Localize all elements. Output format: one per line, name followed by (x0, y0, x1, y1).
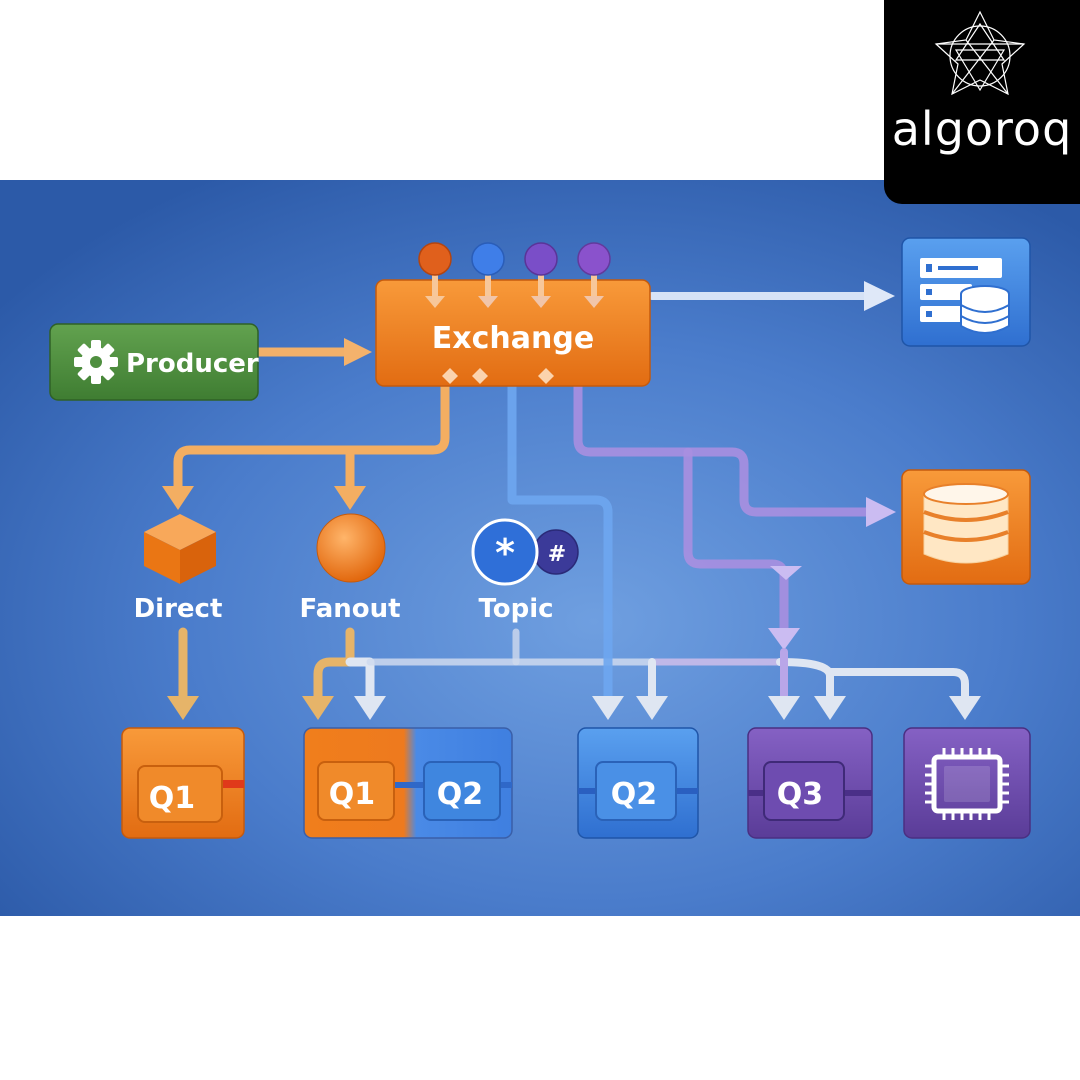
wildcard-symbol: * (495, 531, 515, 575)
gear-icon (74, 340, 118, 384)
queue-q1-fanout-label: Q1 (329, 777, 375, 812)
exchange-diamonds (442, 368, 554, 384)
producer-node[interactable]: Producer (49, 323, 259, 401)
server-arrowhead (864, 281, 895, 311)
q2-fanout-arrowhead (354, 696, 386, 720)
queue-q3[interactable]: Q3 (747, 727, 873, 839)
queue-q1-q2-fanout[interactable]: Q1 Q2 (303, 727, 513, 839)
queue-q1-direct[interactable]: Q1 (121, 727, 245, 839)
exchange-to-database-line (573, 375, 875, 517)
direct-node[interactable]: Direct (134, 514, 223, 624)
fanout-arrowhead (334, 486, 366, 510)
producer-label: Producer (126, 349, 259, 379)
producer-arrowhead (344, 338, 372, 366)
wildcard-hash-icon: # * (471, 518, 579, 586)
topic-node[interactable]: # * Topic (471, 518, 579, 624)
server-database-icon[interactable] (901, 237, 1031, 347)
brand-name: algoroq (891, 102, 1073, 156)
q2-topic-arrowhead (592, 696, 624, 720)
q3-arrowhead (768, 696, 800, 720)
fanout-label: Fanout (299, 594, 400, 624)
q1-direct-arrowhead (167, 696, 199, 720)
fanout-to-q1-line (313, 627, 355, 703)
database-icon[interactable] (901, 469, 1031, 585)
queue-q2-topic-label: Q2 (611, 777, 657, 812)
queue-q1-direct-label: Q1 (149, 781, 195, 816)
fanout-node[interactable]: Fanout (299, 513, 401, 624)
queue-q3-label: Q3 (777, 777, 823, 812)
direct-arrowhead (162, 486, 194, 510)
geometric-star-icon (934, 10, 1026, 96)
queue-q2-topic[interactable]: Q2 (577, 727, 699, 839)
exchange-to-topic-q2-line (507, 375, 613, 703)
queue-q2-fanout-label: Q2 (437, 777, 483, 812)
q1-fanout-arrowhead (302, 696, 334, 720)
brand-logo: algoroq (884, 0, 1080, 204)
message-dot-purple-icon (524, 242, 558, 308)
connectors (162, 281, 981, 720)
exchange-to-direct-line (173, 381, 450, 491)
hash-symbol: # (548, 542, 566, 567)
sphere-icon (316, 513, 386, 583)
cube-icon (144, 514, 216, 584)
to-processor-line (826, 668, 969, 702)
exchange-label: Exchange (432, 321, 594, 356)
message-dot-red-icon (418, 242, 452, 308)
message-dots (418, 242, 611, 308)
message-dot-violet-icon (577, 242, 611, 308)
processor-arrowhead (949, 696, 981, 720)
topic-label: Topic (478, 594, 553, 624)
database-arrowhead (866, 497, 896, 527)
exchange-node[interactable]: Exchange (375, 242, 651, 387)
direct-label: Direct (134, 594, 223, 624)
cpu-chip-icon[interactable] (903, 727, 1031, 839)
q3-mid-arrowhead (768, 628, 800, 650)
message-dot-blue-icon (471, 242, 505, 308)
